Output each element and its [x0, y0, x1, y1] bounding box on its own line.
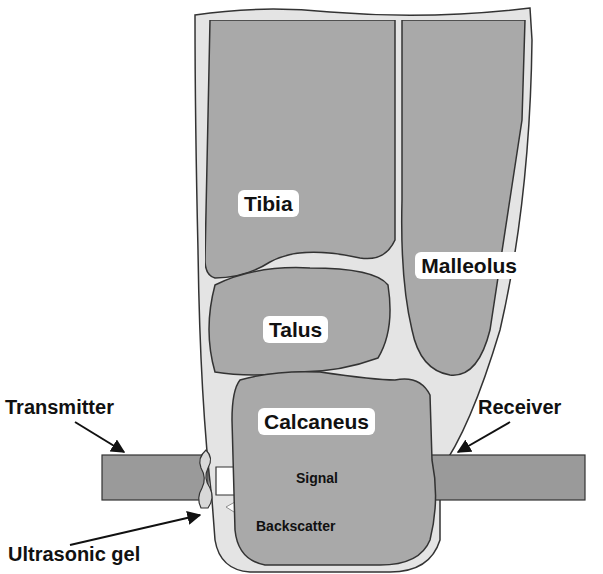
- bone-label: Talus: [263, 316, 328, 343]
- bone-outline: [205, 20, 397, 282]
- leader-arrow: [70, 515, 200, 545]
- leader-arrow: [458, 422, 510, 452]
- signal-label: Signal: [296, 470, 338, 486]
- bone-label: Malleolus: [415, 252, 523, 279]
- transmitter-probe: [102, 455, 208, 500]
- malleolus-bone: Malleolus: [400, 20, 527, 380]
- probe-label: Transmitter: [5, 396, 114, 419]
- calcaneus-bone: Calcaneus: [230, 368, 442, 568]
- bone-label: Calcaneus: [258, 408, 375, 435]
- receiver-probe: [428, 455, 585, 500]
- leader-arrow: [75, 422, 124, 452]
- tibia-bone: Tibia: [205, 20, 397, 282]
- bone-outline: [230, 368, 442, 568]
- talus-bone: Talus: [203, 264, 397, 380]
- signal-label: Backscatter: [256, 518, 335, 534]
- bone-outline: [400, 20, 527, 380]
- ultrasonic-gel: [199, 450, 212, 508]
- gel-label: Ultrasonic gel: [8, 543, 140, 566]
- probe-label: Receiver: [478, 396, 561, 419]
- bone-label: Tibia: [238, 190, 299, 217]
